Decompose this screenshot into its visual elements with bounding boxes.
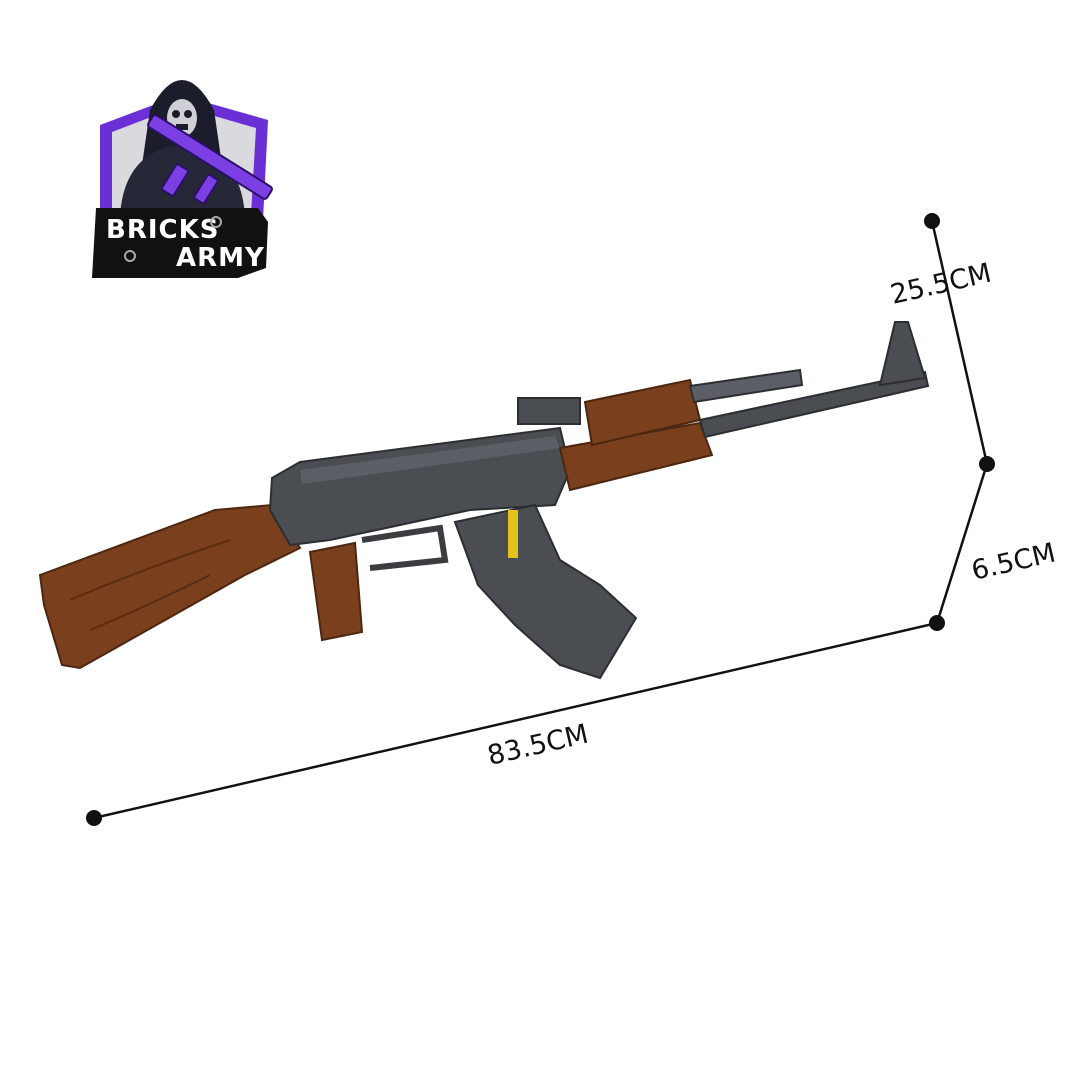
rifle-front-sight [878, 321, 927, 387]
rifle-rear-sight [517, 397, 581, 425]
bullet-hole-icon [210, 216, 222, 228]
logo-word-army: ARMY [176, 243, 265, 273]
logo-word-bricks: BRICKS [106, 215, 219, 245]
dimension-lines [86, 213, 995, 826]
logo-rifle-icon [147, 114, 273, 205]
rifle-pistol-grip [308, 541, 364, 642]
rifle-stock [38, 503, 302, 670]
dimension-point [929, 615, 945, 631]
brand-logo: BRICKS ARMY [92, 80, 273, 278]
logo-nameplate [92, 208, 268, 278]
rifle-gas-tube [688, 368, 804, 404]
bullet-hole-icon [124, 250, 136, 262]
rifle-trigger-guard [361, 524, 449, 571]
dimension-point [924, 213, 940, 229]
brick-rifle-model [38, 321, 930, 680]
rifle-magazine-yellow-tile [508, 510, 518, 558]
rifle-magazine [453, 503, 638, 680]
dimension-length-label: 83.5CM [485, 719, 592, 772]
dimension-point [86, 810, 102, 826]
rifle-barrel [698, 370, 930, 439]
dimension-point [979, 456, 995, 472]
dimension-width-label: 6.5CM [969, 537, 1059, 586]
rifle-receiver [268, 426, 572, 547]
